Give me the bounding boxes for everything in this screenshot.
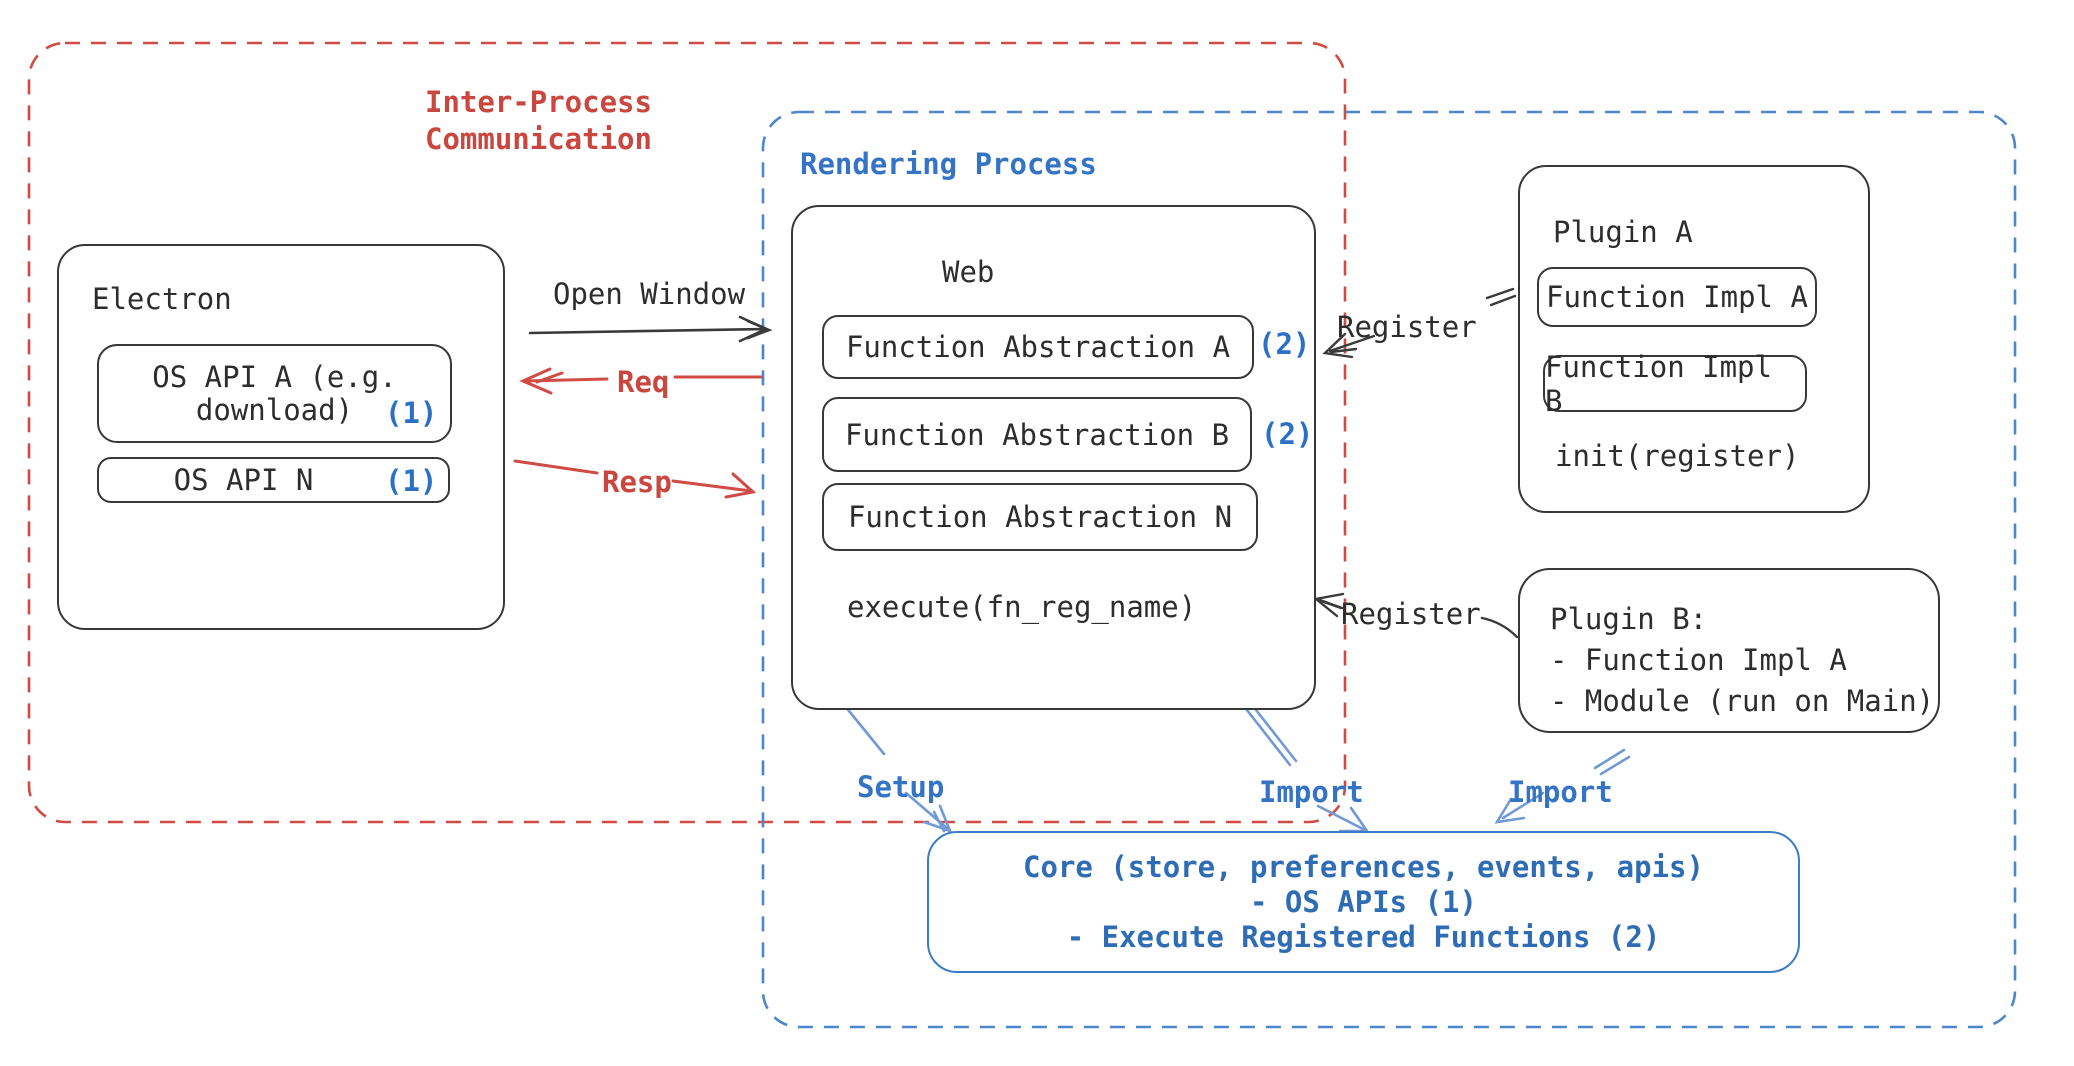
resp-arrow [513, 459, 757, 499]
init-register-label: init(register) [1555, 439, 1800, 473]
import-web-arrow [1241, 699, 1370, 833]
import-plugin-arrow [1494, 748, 1631, 824]
plugin-b-line2: - Function Impl A [1550, 643, 1847, 677]
function-impl-b-box: Function Impl B [1543, 350, 1807, 418]
function-abstraction-n-label: Function Abstraction N [847, 500, 1233, 534]
function-abstraction-b-label: Function Abstraction B [844, 417, 1230, 452]
ipc-label-line1: Inter-Process [425, 85, 652, 119]
electron-title: Electron [92, 282, 232, 316]
os-api-n-box: OS API N [97, 457, 450, 503]
function-abstraction-b-box: Function Abstraction B [822, 397, 1252, 472]
ipc-region-outline [27, 41, 1347, 824]
function-abstraction-n-box: Function Abstraction N [822, 483, 1258, 551]
req-arrow [519, 367, 763, 395]
plugin-a-title: Plugin A [1553, 215, 1693, 249]
function-impl-a-label: Function Impl A [1546, 280, 1808, 314]
function-abstraction-a-badge: (2) [1258, 327, 1311, 361]
function-abstraction-a-label: Function Abstraction A [845, 330, 1231, 364]
os-api-n-label: OS API N [173, 463, 314, 497]
setup-label: Setup [857, 770, 945, 804]
os-api-a-line1: OS API A (e.g. [152, 359, 397, 394]
plugin-b-text: Plugin B: - Function Impl A - Module (run … [1550, 599, 1934, 722]
open-window-arrow [528, 315, 773, 343]
execute-call-label: execute(fn_reg_name) [847, 590, 1197, 624]
os-api-a-badge: (1) [385, 396, 438, 430]
os-api-n-badge: (1) [385, 464, 438, 498]
function-impl-b-label: Function Impl B [1545, 349, 1772, 418]
register-b-arrow [1313, 592, 1519, 639]
rendering-region-label: Rendering Process [800, 147, 1097, 181]
os-api-a-line2: download) [195, 392, 354, 427]
function-abstraction-a-box: Function Abstraction A [822, 315, 1254, 379]
ipc-label-line2: Communication [425, 122, 652, 156]
req-label: Req [617, 365, 670, 399]
register-a-arrow [1322, 287, 1517, 359]
import-web-label: Import [1259, 775, 1364, 809]
import-plugin-label: Import [1508, 775, 1613, 809]
core-line1: Core (store, preferences, events, apis) [1023, 849, 1704, 884]
register-b-label: Register [1341, 597, 1481, 631]
plugin-b-line1: Plugin B: [1550, 602, 1708, 636]
resp-label: Resp [602, 465, 672, 499]
function-abstraction-b-badge: (2) [1261, 417, 1314, 451]
core-box: Core (store, preferences, events, apis) … [927, 831, 1800, 973]
open-window-label: Open Window [553, 277, 746, 311]
plugin-a-box [1518, 165, 1870, 513]
register-a-label: Register [1337, 310, 1477, 344]
os-api-a-box: OS API A (e.g. download) [97, 344, 452, 443]
plugin-b-line3: - Module (run on Main) [1550, 684, 1935, 718]
plugin-b-box [1518, 568, 1940, 733]
core-line3: - Execute Registered Functions (2) [1066, 919, 1661, 954]
core-line2: - OS APIs (1) [1250, 884, 1477, 919]
function-impl-a-box: Function Impl A [1537, 267, 1817, 327]
web-title: Web [942, 255, 995, 289]
